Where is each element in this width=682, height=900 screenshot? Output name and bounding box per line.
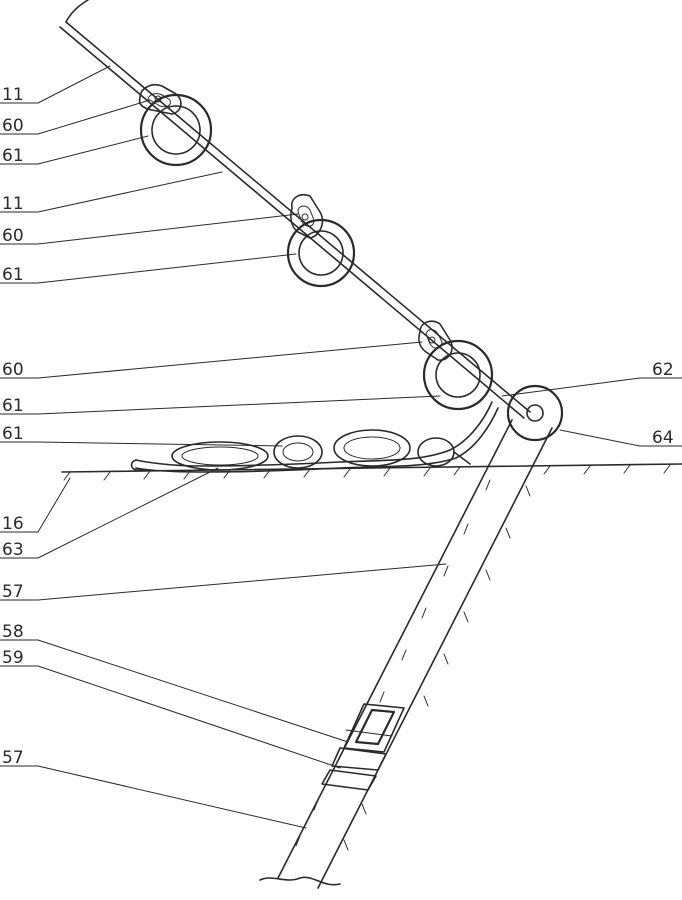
ring-61-inner-3 <box>435 352 481 398</box>
pulley-64-outer <box>506 384 564 442</box>
ring-61-inner-2 <box>298 230 344 276</box>
pulley-64-hub <box>526 404 544 422</box>
chain-ring-3 <box>333 429 411 467</box>
label-57-b: 57 <box>2 748 24 768</box>
label-11-b: 11 <box>2 194 24 214</box>
label-64: 64 <box>652 428 674 448</box>
joint-line <box>345 729 393 737</box>
clamp-60-1-inner <box>147 93 171 108</box>
label-63: 63 <box>2 540 24 560</box>
clamp-60-2 <box>290 193 324 239</box>
ring-61-inner-1 <box>151 105 201 155</box>
label-62: 62 <box>652 360 674 380</box>
label-61-c: 61 <box>2 396 24 416</box>
label-16: 16 <box>2 514 24 534</box>
clamp-60-1 <box>138 83 182 115</box>
label-61-a: 61 <box>2 146 24 166</box>
ring-61-outer-2 <box>286 218 356 288</box>
cable-11 <box>59 0 531 419</box>
chain-ring-1-inner <box>181 446 259 466</box>
leader-lines <box>0 65 682 829</box>
label-58: 58 <box>2 622 24 642</box>
label-60-b: 60 <box>2 226 24 246</box>
reference-labels: 11 60 61 11 60 61 60 62 61 61 64 16 63 5… <box>2 85 674 768</box>
clamp-ring-assembly-3 <box>418 320 494 411</box>
post-edge-right <box>317 427 553 889</box>
cable-end-curl <box>65 0 89 23</box>
label-60-c: 60 <box>2 360 24 380</box>
clamp-60-2-pin <box>301 213 309 221</box>
joint-lower-collar <box>321 769 377 791</box>
label-61-d: 61 <box>2 424 24 444</box>
joint-sleeve-58 <box>343 703 405 753</box>
clamp-ring-assembly-2 <box>286 193 356 288</box>
chain-ring-2 <box>273 435 323 469</box>
label-61-b: 61 <box>2 265 24 285</box>
ring-chain-63 <box>130 401 499 473</box>
label-11-a: 11 <box>2 85 24 105</box>
chain-cord-end <box>130 459 151 471</box>
label-57-a: 57 <box>2 582 24 602</box>
chain-ring-3-inner <box>343 436 401 460</box>
ring-61-outer-3 <box>422 339 494 411</box>
clamp-60-1-pin <box>154 95 162 103</box>
clamp-60-3-inner <box>425 329 443 349</box>
ground-hatching <box>63 464 671 481</box>
chain-ring-2-inner <box>282 442 314 462</box>
chain-ring-4 <box>417 437 455 467</box>
clamp-60-3-pin <box>428 336 436 344</box>
post-bottom-ground <box>259 876 341 886</box>
clamp-60-3 <box>418 320 453 361</box>
post-edge-left <box>277 419 513 879</box>
joint-section-58-59 <box>321 703 405 791</box>
soil-hatching <box>295 479 531 851</box>
label-60-a: 60 <box>2 116 24 136</box>
joint-core <box>354 708 396 746</box>
chain-cord-upper <box>135 401 493 467</box>
ground-line <box>61 463 682 473</box>
label-59: 59 <box>2 648 24 668</box>
joint-collar-59 <box>331 747 387 771</box>
clamp-ring-assembly-1 <box>138 83 213 167</box>
pulley-64 <box>506 384 564 442</box>
ground-16 <box>61 463 682 481</box>
post-57 <box>259 419 553 889</box>
chain-tail <box>453 451 471 465</box>
clamp-60-2-inner <box>297 205 315 227</box>
